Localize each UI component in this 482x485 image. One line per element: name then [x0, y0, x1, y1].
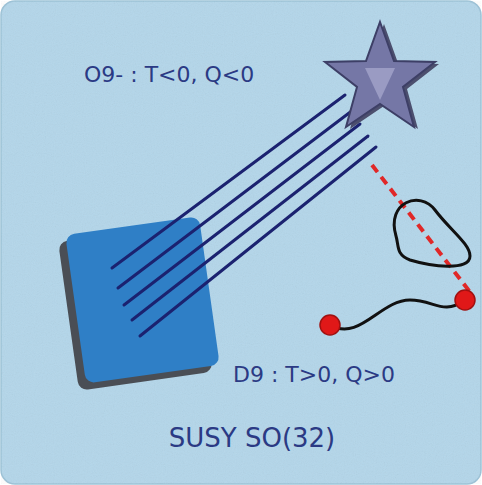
brane-label: D9 : T>0, Q>0	[233, 362, 395, 387]
string-line	[132, 136, 368, 320]
string-endpoint	[320, 315, 340, 335]
plane-label: O9- : T<0, Q<0	[84, 62, 254, 87]
caption: SUSY SO(32)	[169, 424, 336, 454]
open-string	[330, 300, 465, 329]
d9-brane	[57, 216, 220, 390]
dashed-line	[372, 165, 470, 292]
star-highlight	[365, 68, 395, 100]
open-string-lines	[112, 95, 376, 336]
closed-string	[394, 200, 470, 266]
orientifold-star	[325, 22, 435, 127]
string-endpoint	[455, 290, 475, 310]
string-line	[140, 147, 376, 336]
brane-face	[65, 216, 220, 383]
string-line	[124, 124, 360, 305]
